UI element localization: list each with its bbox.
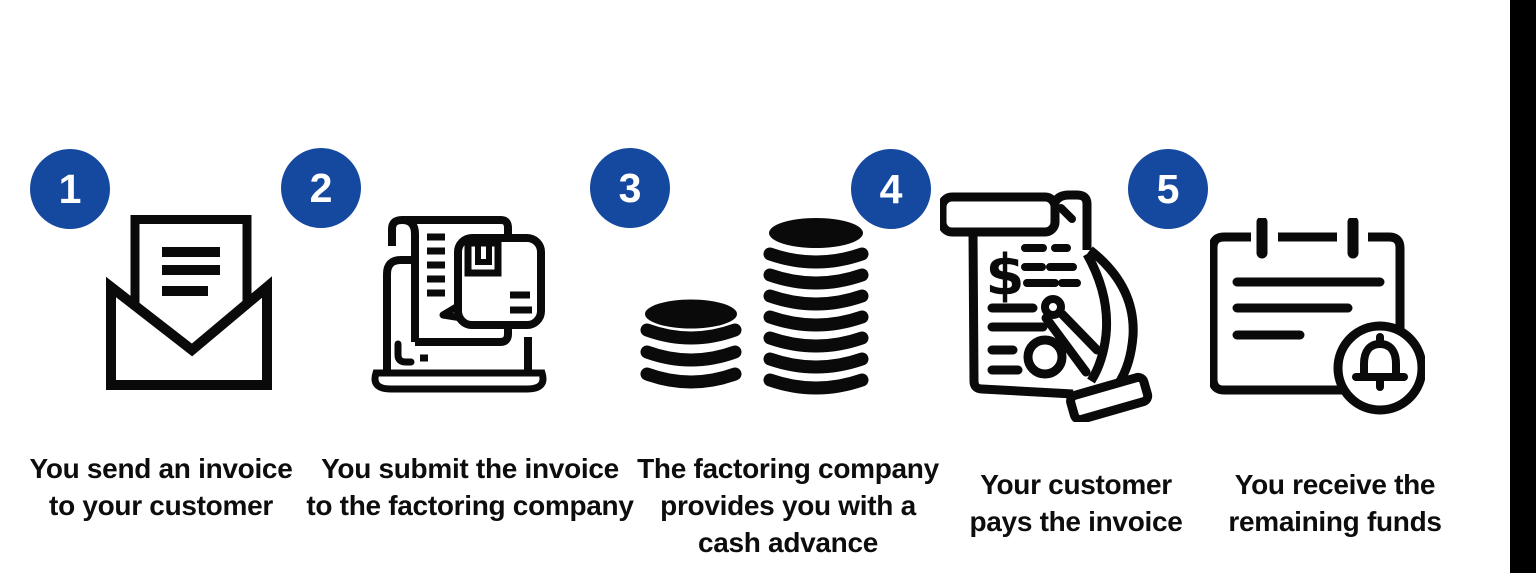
step-1-number-badge: 1 [30, 149, 110, 229]
step-1-label: You send an invoice to your customer [29, 453, 293, 521]
calendar-bell-icon [1210, 218, 1425, 415]
step-4-number-badge: 4 [851, 149, 931, 229]
envelope-letter-icon [106, 215, 272, 390]
step-2-number-badge: 2 [281, 148, 361, 228]
step-5-number-badge: 5 [1128, 149, 1208, 229]
step-4-label: Your customer pays the invoice [969, 469, 1183, 537]
svg-text:$: $ [986, 243, 1025, 308]
step-5-label: You receive the remaining funds [1228, 469, 1442, 537]
right-edge-black-bar [1510, 0, 1536, 573]
invoice-hand-icon: $ [940, 190, 1153, 422]
coin-stacks-icon [640, 218, 869, 395]
step-3-label: The factoring company provides you with … [637, 453, 939, 558]
step-3-number-badge: 3 [590, 148, 670, 228]
step-2-label: You submit the invoice to the factoring … [306, 453, 634, 521]
laptop-invoice-icon [371, 216, 547, 393]
